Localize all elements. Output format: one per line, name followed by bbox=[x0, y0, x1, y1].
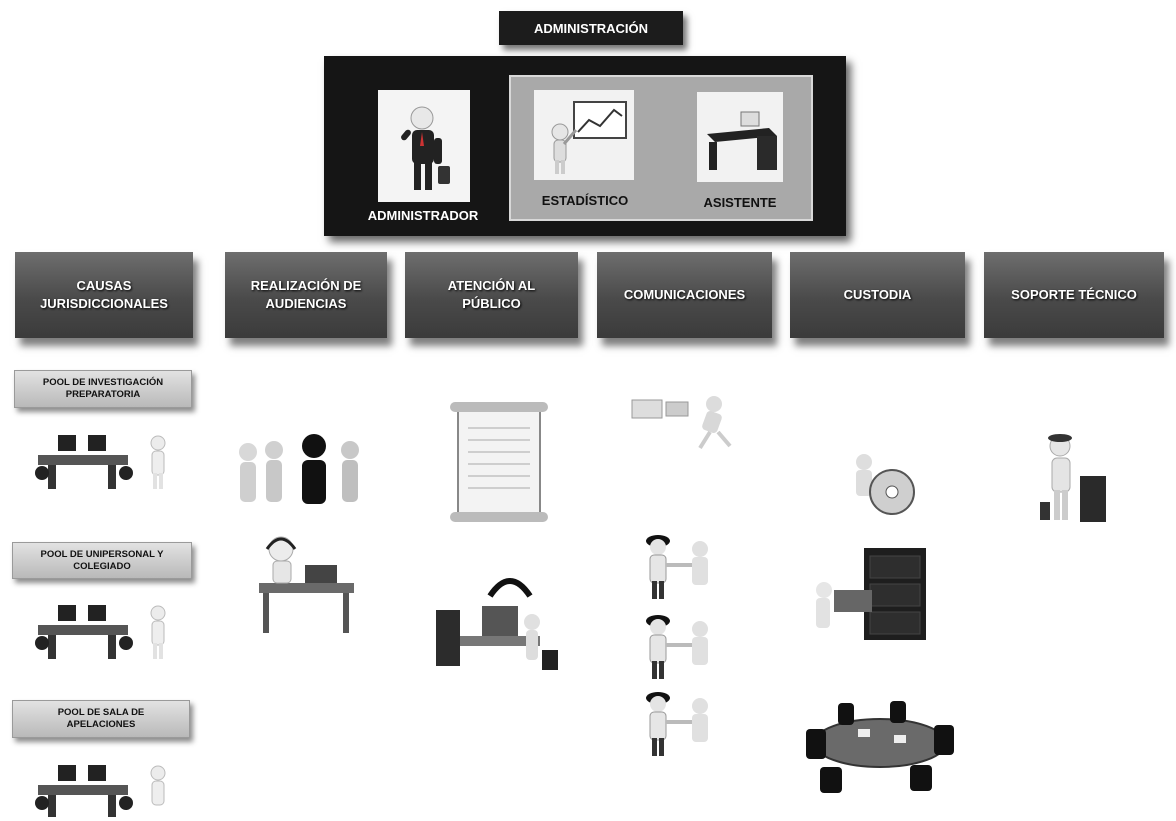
server-figure-icon bbox=[1040, 434, 1106, 522]
office-workstation-icon bbox=[35, 605, 166, 659]
handshake-figures-icon bbox=[646, 535, 708, 599]
office-workstation-icon bbox=[35, 765, 166, 817]
dept-soporte-label: SOPORTE TÉCNICO bbox=[1011, 287, 1137, 302]
dept-atencion-publico: ATENCIÓN AL PÚBLICO bbox=[405, 252, 578, 338]
estadistico-label: ESTADÍSTICO bbox=[541, 193, 629, 208]
dept-realizacion-label: REALIZACIÓN DE AUDIENCIAS bbox=[250, 278, 362, 311]
dept-custodia-label: CUSTODIA bbox=[843, 287, 912, 302]
filing-cabinet-icon bbox=[816, 548, 926, 640]
cd-figure-icon bbox=[856, 454, 915, 515]
dept-atencion-label: ATENCIÓN AL PÚBLICO bbox=[447, 278, 536, 311]
pool-apelaciones: POOL DE SALA DE APELACIONES bbox=[12, 700, 190, 738]
administrator-photo bbox=[378, 90, 470, 202]
figure-group-icon bbox=[239, 434, 359, 504]
statistics-figure-icon bbox=[551, 101, 627, 174]
scroll-document-icon bbox=[450, 402, 548, 522]
asistente-label: ASISTENTE bbox=[703, 195, 777, 210]
pool-investigacion: POOL DE INVESTIGACIÓN PREPARATORIA bbox=[14, 370, 192, 408]
pool-unipersonal: POOL DE UNIPERSONAL Y COLEGIADO bbox=[12, 542, 192, 579]
mail-runner-icon bbox=[631, 396, 732, 450]
estadistico-photo bbox=[534, 90, 634, 180]
meeting-table-icon bbox=[806, 701, 954, 793]
administracion-title: ADMINISTRACIÓN bbox=[499, 11, 683, 45]
pool-investigacion-label: POOL DE INVESTIGACIÓN PREPARATORIA bbox=[42, 377, 164, 400]
dept-custodia: CUSTODIA bbox=[790, 252, 965, 338]
dept-comunicaciones-label: COMUNICACIONES bbox=[623, 287, 746, 302]
handshake-figures-icon bbox=[646, 615, 708, 679]
dept-causas-label: CAUSAS JURISDICCIONALES bbox=[40, 278, 168, 311]
administrador-label: ADMINISTRADOR bbox=[367, 208, 479, 223]
dept-causas-jurisdiccionales: CAUSAS JURISDICCIONALES bbox=[15, 252, 193, 338]
asistente-photo bbox=[697, 92, 783, 182]
dept-soporte-tecnico: SOPORTE TÉCNICO bbox=[984, 252, 1164, 338]
pool-unipersonal-label: POOL DE UNIPERSONAL Y COLEGIADO bbox=[40, 548, 164, 572]
pool-apelaciones-label: POOL DE SALA DE APELACIONES bbox=[57, 707, 145, 730]
assistant-desk-icon bbox=[707, 111, 777, 170]
call-center-desk-icon bbox=[436, 578, 558, 670]
office-workstation-icon bbox=[35, 435, 166, 489]
handshake-figures-icon bbox=[646, 692, 708, 756]
administrator-figure-icon bbox=[401, 106, 450, 190]
administracion-title-text: ADMINISTRACIÓN bbox=[533, 20, 649, 36]
dept-realizacion-audiencias: REALIZACIÓN DE AUDIENCIAS bbox=[225, 252, 387, 338]
headset-desk-icon bbox=[259, 536, 354, 633]
dept-comunicaciones: COMUNICACIONES bbox=[597, 252, 772, 338]
